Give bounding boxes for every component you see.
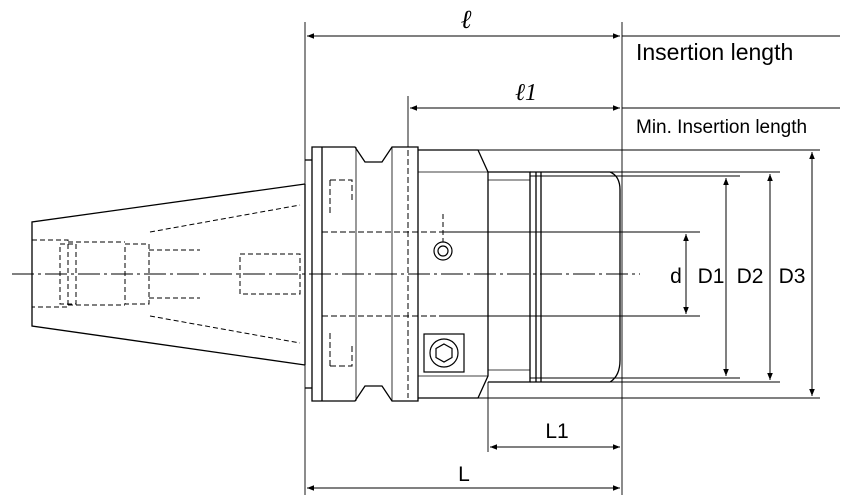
- taper-shank: [31, 183, 306, 366]
- clamp-screw-icon: [423, 333, 465, 373]
- D1-label: D1: [698, 265, 725, 288]
- insertion-length-label: Insertion length: [636, 39, 793, 65]
- D2-label: D2: [737, 265, 764, 288]
- ell-label: ℓ: [461, 5, 472, 34]
- L-label: L: [458, 463, 470, 486]
- min-insertion-length-label: Min. Insertion length: [636, 117, 807, 138]
- D3-label: D3: [779, 265, 806, 288]
- L1-label: L1: [545, 420, 568, 443]
- dimension-lines: [307, 33, 815, 491]
- d-label: d: [670, 265, 682, 288]
- extension-lines: [304, 22, 840, 495]
- ell1-label: ℓ1: [515, 80, 537, 106]
- adjustment-screw-icon: [433, 214, 453, 261]
